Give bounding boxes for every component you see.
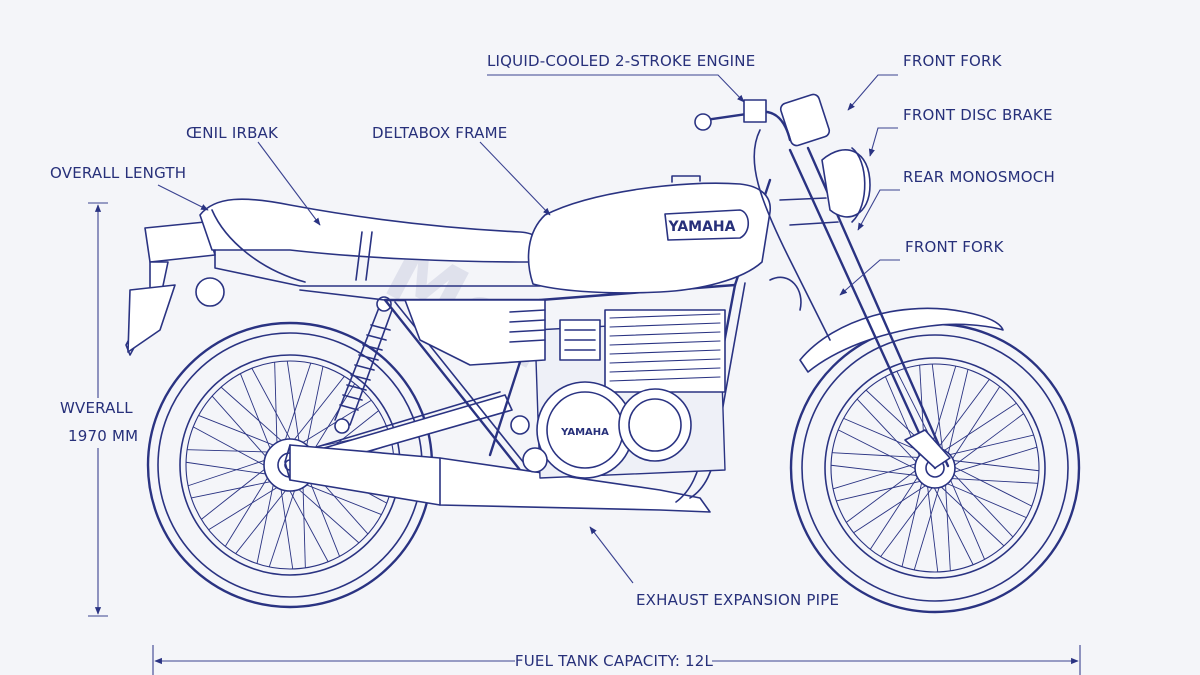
wheel-spoke (940, 402, 1017, 454)
wheel-spoke (187, 457, 272, 487)
engine: YAMAHA (510, 309, 726, 479)
wheel-spoke (193, 426, 271, 469)
fuel-tank (527, 182, 771, 294)
wheel-spoke (947, 477, 1038, 484)
label-rear-monoshock: REAR MONOSMOCH (903, 168, 1055, 186)
wheel-spoke (220, 386, 287, 446)
wheel-spoke (256, 477, 276, 564)
wheel-spoke (942, 481, 1027, 519)
cylinder-fin (609, 349, 721, 355)
wheel-spoke (239, 373, 274, 456)
wheel-spoke (279, 482, 294, 570)
side-vents (509, 309, 546, 343)
wheel-spoke (191, 479, 278, 499)
wheel-spoke (931, 483, 974, 565)
wheel-spoke (869, 473, 921, 550)
leader-lines (157, 74, 900, 584)
wheel-spoke (950, 413, 1024, 469)
wheel-spoke (208, 483, 284, 531)
wheel-spoke (274, 362, 278, 450)
wheel-spoke (944, 480, 951, 571)
label-engine: LIQUID-COOLED 2-STROKE ENGINE (487, 52, 755, 70)
label-front-fork: FRONT FORK (905, 238, 1005, 256)
wheel-spoke (937, 483, 1005, 547)
wheel-spoke (211, 395, 271, 462)
label-overall-length: OVERALL LENGTH (50, 164, 186, 182)
wheel-spoke (838, 429, 920, 472)
wheel-spoke (931, 363, 944, 455)
wheel-spoke (946, 369, 969, 458)
wheel-spoke (286, 484, 329, 562)
front-fork-assembly (694, 93, 951, 470)
wheel-spoke (201, 464, 271, 520)
wheel-spoke (832, 452, 923, 459)
wheel-spoke (950, 470, 1014, 538)
cylinder-fin (609, 331, 721, 337)
cylinder-fin (609, 367, 721, 373)
cylinder-fin (609, 340, 721, 346)
wheel-spoke (846, 467, 920, 523)
wheel-spoke (296, 399, 372, 447)
wheel-spoke (286, 360, 301, 448)
rear-tail (125, 221, 225, 356)
wheel-spoke (913, 482, 941, 571)
wheel-spoke (830, 464, 922, 477)
label-overall-height-line2: 1970 MM (68, 427, 138, 445)
wheel-spoke (949, 386, 1001, 463)
rear-shock (334, 296, 393, 434)
wheel-spoke (268, 483, 298, 568)
wheel-spoke (929, 365, 957, 454)
label-front-disc-brake: FRONT DISC BRAKE (903, 106, 1053, 124)
wheel-spoke (224, 471, 272, 547)
wheel-spoke (950, 464, 1032, 507)
label-fuel-tank: FUEL TANK CAPACITY: 12L (515, 652, 714, 670)
wheel-spoke (187, 449, 275, 453)
cylinder-fin (609, 322, 721, 328)
wheel-spoke (235, 484, 291, 554)
wheel-spoke (948, 475, 986, 560)
wheel-spoke (289, 376, 345, 446)
wheel-spoke (299, 481, 382, 516)
cylinder-fin (609, 376, 721, 382)
side-cover (404, 299, 546, 366)
wheel-spoke (945, 434, 1034, 457)
wheel-spoke (302, 480, 306, 568)
cylinder-fin (609, 358, 721, 364)
wheel-spoke (304, 366, 324, 453)
wheel-spoke (853, 482, 930, 534)
label-seat: ŒNIL IRBAK (186, 124, 279, 142)
label-front-fork-top: FRONT FORK (903, 52, 1003, 70)
wheel-spoke (832, 462, 921, 490)
dimension-lines (88, 202, 1081, 675)
wheel-spoke (901, 478, 924, 567)
wheel-spoke (198, 414, 281, 449)
label-exhaust: EXHAUST EXPANSION PIPE (636, 591, 839, 609)
wheel-spoke (926, 481, 939, 573)
wheel-spoke (880, 483, 936, 557)
wheel-spoke (282, 362, 312, 447)
wheel-spoke (948, 459, 1040, 472)
cylinder-fin (609, 313, 721, 319)
wheel-spoke (293, 484, 360, 544)
wheel-spoke (856, 398, 920, 466)
tank-badge: YAMAHA (668, 219, 736, 235)
seat (199, 198, 542, 263)
wheel-spoke (934, 379, 990, 453)
label-frame: DELTABOX FRAME (372, 124, 507, 142)
wheel-spoke (949, 446, 1038, 474)
wheel-spoke (251, 368, 294, 446)
wheel-spoke (185, 461, 273, 476)
label-overall-height-line1: WVERALL (60, 399, 133, 417)
wheel-spoke (306, 474, 341, 557)
wheel-spoke (836, 479, 925, 502)
engine-badge: YAMAHA (560, 427, 609, 438)
